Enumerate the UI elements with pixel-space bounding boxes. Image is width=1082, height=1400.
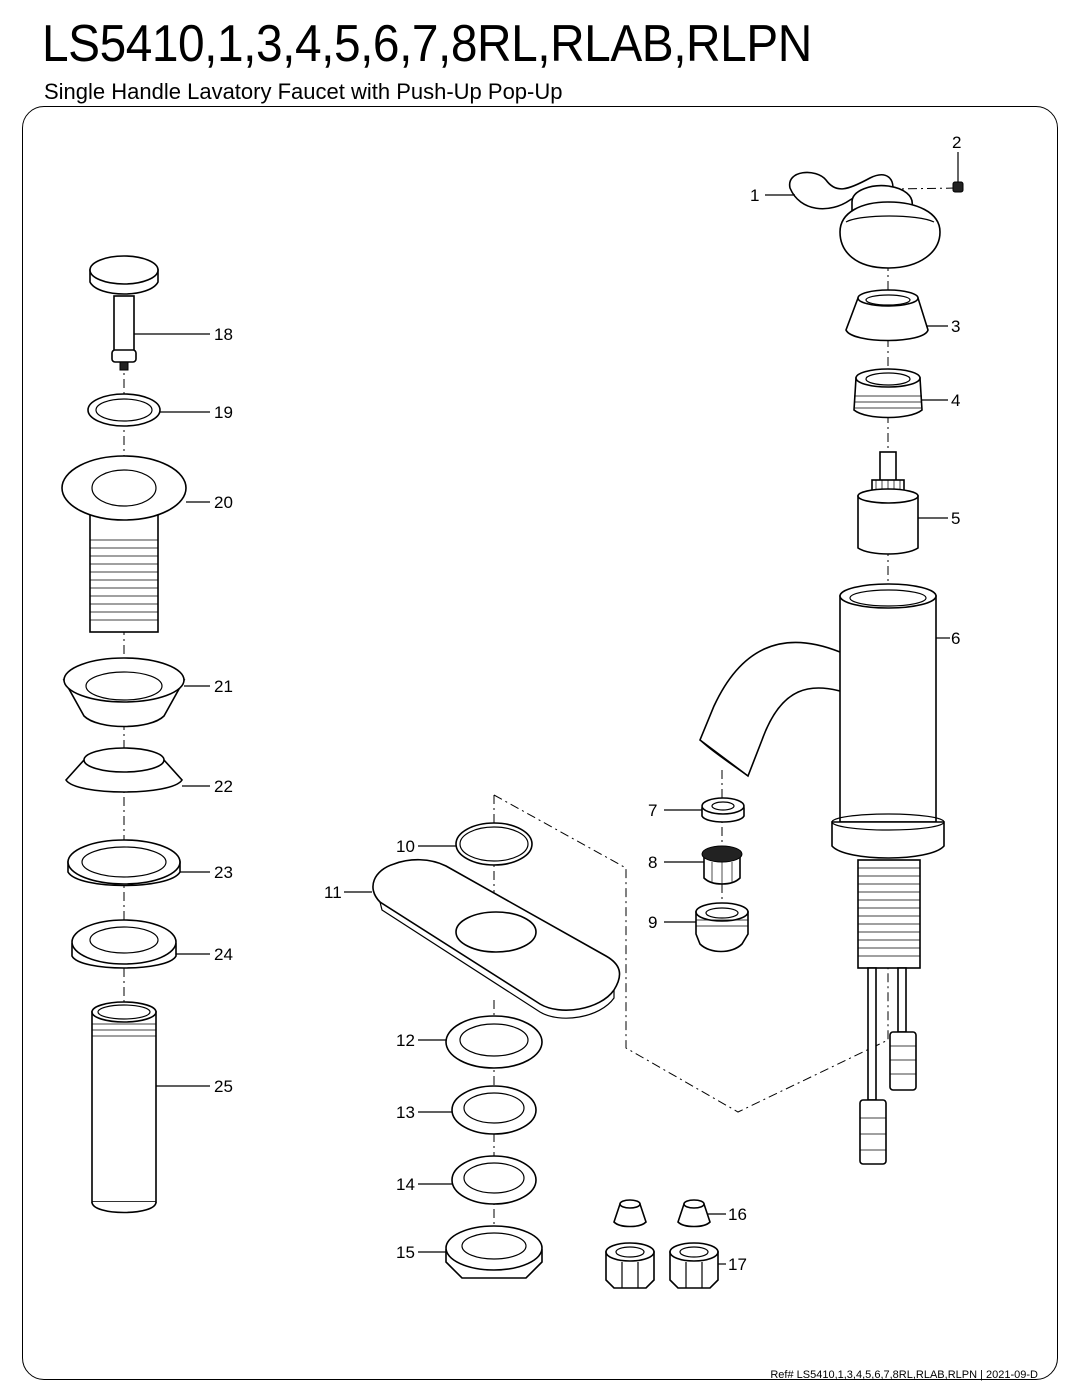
shank-threads <box>858 867 920 957</box>
callout-18: 18 <box>214 325 233 344</box>
part-11-deck-plate <box>372 858 621 1019</box>
part-13-washer <box>451 1085 537 1135</box>
callout-5: 5 <box>951 509 960 528</box>
part-20-drain-body <box>61 455 187 633</box>
part-23-friction-washer <box>67 839 181 887</box>
callout-13: 13 <box>396 1103 415 1122</box>
part-10-gasket <box>455 822 533 866</box>
callout-9: 9 <box>648 913 657 932</box>
callout-6: 6 <box>951 629 960 648</box>
part-22-cone-gasket <box>65 747 183 793</box>
callout-16: 16 <box>728 1205 747 1224</box>
part-4-bonnet-nut <box>853 368 923 419</box>
part-21-drain-gasket <box>62 657 186 728</box>
callout-25: 25 <box>214 1077 233 1096</box>
part-15-mounting-nut <box>445 1225 543 1279</box>
callout-3: 3 <box>951 317 960 336</box>
callout-10: 10 <box>396 837 415 856</box>
callout-7: 7 <box>648 801 657 820</box>
part-6-faucet-body <box>699 583 945 1165</box>
callout-20: 20 <box>214 493 233 512</box>
part-19-o-ring <box>87 393 161 427</box>
callout-8: 8 <box>648 853 657 872</box>
drain-threads <box>90 539 158 621</box>
leader-lines <box>134 152 959 1265</box>
callout-17: 17 <box>728 1255 747 1274</box>
callout-12: 12 <box>396 1031 415 1050</box>
page-title: LS5410,1,3,4,5,6,7,8RL,RLAB,RLPN <box>42 15 812 73</box>
part-9-aerator-housing <box>695 902 749 953</box>
reference-footer: Ref# LS5410,1,3,4,5,6,7,8RL,RLAB,RLPN | … <box>770 1369 1038 1381</box>
part-3-cap <box>845 289 929 342</box>
part-17-compression-nuts <box>605 1242 719 1289</box>
callout-4: 4 <box>951 391 960 410</box>
part-8-aerator-insert <box>701 845 743 885</box>
page-subtitle: Single Handle Lavatory Faucet with Push-… <box>44 79 563 104</box>
callout-11: 11 <box>324 883 342 902</box>
callout-21: 21 <box>214 677 233 696</box>
part-25-tailpiece <box>91 1001 157 1214</box>
callout-24: 24 <box>214 945 233 964</box>
callout-22: 22 <box>214 777 233 796</box>
callout-23: 23 <box>214 863 233 882</box>
callout-14: 14 <box>396 1175 415 1194</box>
part-18-pop-up-stopper <box>89 255 159 371</box>
part-7-aerator-washer <box>701 797 745 823</box>
part-14-washer <box>451 1155 537 1205</box>
part-24-drain-nut <box>71 919 177 969</box>
callout-labels: 1 2 3 4 5 6 7 8 9 10 11 12 13 14 15 16 1… <box>214 133 961 1274</box>
part-2-set-screw <box>952 181 964 193</box>
callout-15: 15 <box>396 1243 415 1262</box>
drawing-frame <box>22 106 1058 1380</box>
part-1-lever-handle <box>789 171 941 269</box>
part-16-compression-sleeves <box>613 1199 711 1228</box>
callout-19: 19 <box>214 403 233 422</box>
part-12-rubber-washer <box>445 1015 543 1069</box>
callout-2: 2 <box>952 133 961 152</box>
part-5-cartridge <box>857 451 919 555</box>
centerlines <box>123 187 959 1260</box>
callout-1: 1 <box>750 186 759 205</box>
